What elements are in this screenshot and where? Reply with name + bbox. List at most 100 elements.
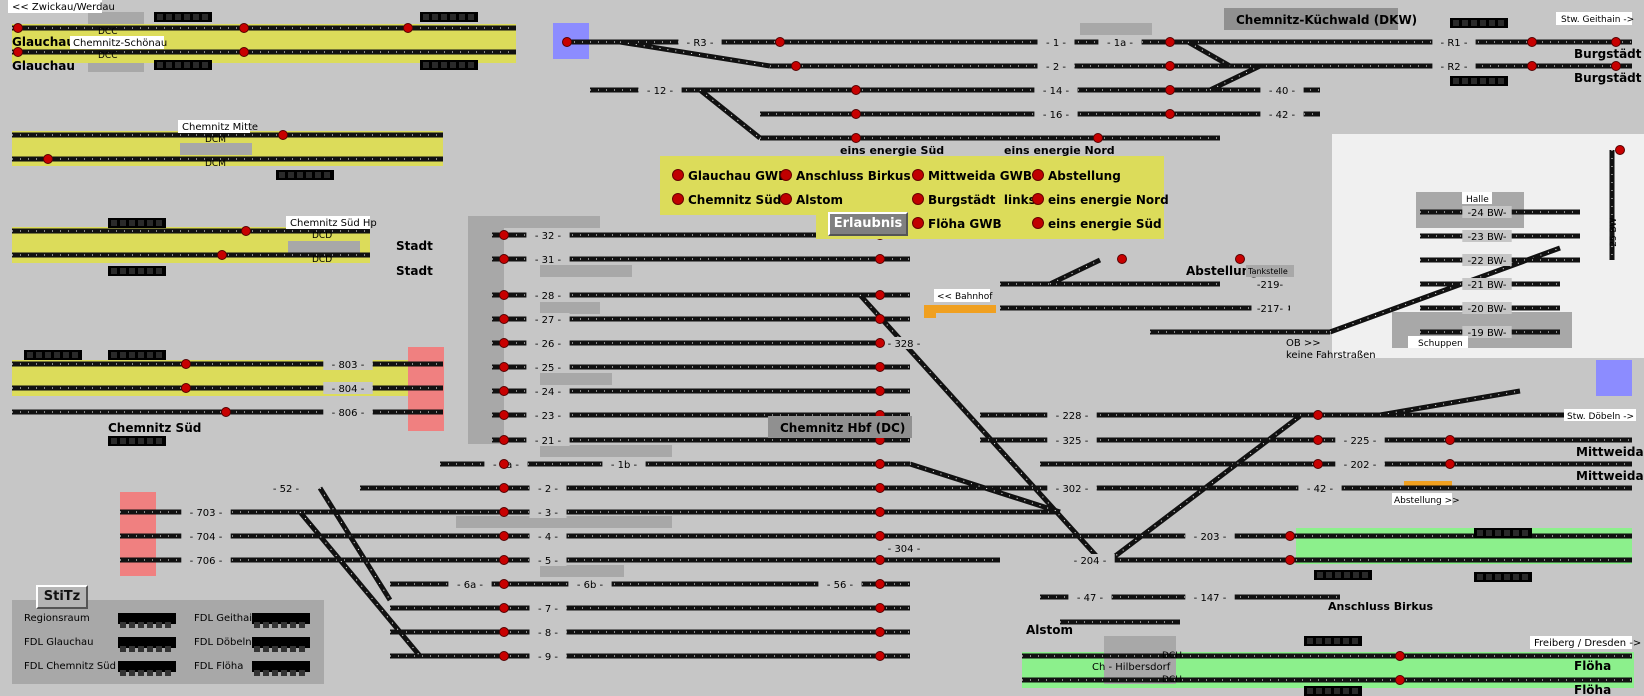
signal-icon[interactable]: [239, 23, 249, 33]
signal-icon[interactable]: [1235, 254, 1245, 264]
signal-icon[interactable]: [875, 603, 885, 613]
signal-icon[interactable]: [499, 579, 509, 589]
permit-mittweida-gwb[interactable]: Mittweida GWB: [912, 169, 1032, 183]
signal-icon[interactable]: [499, 254, 509, 264]
signal-icon[interactable]: [181, 359, 191, 369]
signal-icon[interactable]: [278, 130, 288, 140]
train-number-field[interactable]: [276, 170, 334, 180]
train-number-field[interactable]: [1474, 528, 1532, 538]
permit-eins-energie-nord[interactable]: eins energie Nord: [1032, 193, 1169, 207]
stitz-row-fdl-geithain[interactable]: FDL Geithain: [194, 613, 258, 624]
train-number-field[interactable]: [24, 350, 82, 360]
signal-icon[interactable]: [1165, 61, 1175, 71]
signal-icon[interactable]: [1093, 133, 1103, 143]
signal-icon[interactable]: [1165, 37, 1175, 47]
signal-icon[interactable]: [239, 47, 249, 57]
signal-icon[interactable]: [1313, 459, 1323, 469]
signal-icon[interactable]: [499, 483, 509, 493]
signal-icon[interactable]: [875, 579, 885, 589]
stitz-row-fdl-floeha[interactable]: FDL Flöha: [194, 661, 243, 672]
train-number-field[interactable]: [108, 436, 166, 446]
signal-icon[interactable]: [499, 338, 509, 348]
signal-icon[interactable]: [499, 290, 509, 300]
signal-icon[interactable]: [499, 531, 509, 541]
track-segment[interactable]: [1048, 257, 1102, 287]
signal-icon[interactable]: [1395, 651, 1405, 661]
signal-icon[interactable]: [875, 254, 885, 264]
signal-icon[interactable]: [875, 483, 885, 493]
signal-icon[interactable]: [562, 37, 572, 47]
signal-icon[interactable]: [217, 250, 227, 260]
train-number-field[interactable]: [1474, 572, 1532, 582]
track-segment[interactable]: [1108, 414, 1302, 562]
permit-anschluss-birkus[interactable]: Anschluss Birkus: [780, 169, 911, 183]
track-segment[interactable]: [1186, 39, 1232, 69]
signal-icon[interactable]: [499, 386, 509, 396]
signal-icon[interactable]: [1313, 410, 1323, 420]
train-number-field[interactable]: [1304, 636, 1362, 646]
track-segment[interactable]: [619, 39, 771, 69]
signal-icon[interactable]: [851, 133, 861, 143]
train-number-field[interactable]: [154, 60, 212, 70]
signal-icon[interactable]: [499, 555, 509, 565]
signal-icon[interactable]: [499, 314, 509, 324]
signal-icon[interactable]: [499, 627, 509, 637]
signal-icon[interactable]: [1285, 531, 1295, 541]
signal-icon[interactable]: [1165, 85, 1175, 95]
train-number-field[interactable]: [1314, 570, 1372, 580]
signal-icon[interactable]: [791, 61, 801, 71]
signal-icon[interactable]: [1165, 109, 1175, 119]
signal-icon[interactable]: [241, 226, 251, 236]
permit-abstellung[interactable]: Abstellung: [1032, 169, 1121, 183]
signal-icon[interactable]: [1117, 254, 1127, 264]
permit-glauchau-gwb[interactable]: Glauchau GWB: [672, 169, 787, 183]
track-segment[interactable]: [298, 510, 422, 658]
signal-icon[interactable]: [875, 555, 885, 565]
permit-chemnitz-sued[interactable]: Chemnitz Süd: [672, 193, 781, 207]
track-segment[interactable]: [1379, 388, 1521, 418]
permit-burgstaedt-links[interactable]: Burgstädt links: [912, 193, 1036, 207]
train-number-field[interactable]: [108, 350, 166, 360]
signal-icon[interactable]: [1527, 37, 1537, 47]
signal-icon[interactable]: [875, 314, 885, 324]
signal-icon[interactable]: [1611, 37, 1621, 47]
track-segment[interactable]: [317, 486, 393, 602]
train-number-field[interactable]: [108, 266, 166, 276]
track-segment[interactable]: [909, 461, 1061, 515]
train-number-field[interactable]: [108, 218, 166, 228]
signal-icon[interactable]: [875, 651, 885, 661]
stitz-button[interactable]: StiTz: [36, 585, 88, 609]
signal-icon[interactable]: [499, 362, 509, 372]
signal-icon[interactable]: [775, 37, 785, 47]
train-number-field[interactable]: [1304, 686, 1362, 696]
signal-icon[interactable]: [499, 459, 509, 469]
signal-icon[interactable]: [499, 410, 509, 420]
signal-icon[interactable]: [875, 386, 885, 396]
signal-icon[interactable]: [1445, 435, 1455, 445]
signal-icon[interactable]: [499, 230, 509, 240]
signal-icon[interactable]: [499, 651, 509, 661]
train-number-field[interactable]: [154, 12, 212, 22]
train-number-field[interactable]: [420, 12, 478, 22]
signal-icon[interactable]: [1313, 435, 1323, 445]
signal-icon[interactable]: [851, 109, 861, 119]
signal-icon[interactable]: [875, 459, 885, 469]
permit-eins-energie-sued[interactable]: eins energie Süd: [1032, 217, 1162, 231]
stitz-row-fdl-chemnitz-sued[interactable]: FDL Chemnitz Süd: [24, 661, 116, 672]
signal-icon[interactable]: [1611, 61, 1621, 71]
signal-icon[interactable]: [1527, 61, 1537, 71]
signal-icon[interactable]: [499, 435, 509, 445]
signal-icon[interactable]: [851, 85, 861, 95]
signal-icon[interactable]: [1615, 145, 1625, 155]
stitz-row-regionsraum[interactable]: Regionsraum: [24, 613, 90, 624]
signal-icon[interactable]: [875, 507, 885, 517]
signal-icon[interactable]: [13, 47, 23, 57]
track-segment[interactable]: [1208, 63, 1262, 93]
train-number-field[interactable]: [1450, 76, 1508, 86]
signal-icon[interactable]: [1445, 459, 1455, 469]
signal-icon[interactable]: [499, 603, 509, 613]
signal-icon[interactable]: [1395, 675, 1405, 685]
signal-icon[interactable]: [875, 362, 885, 372]
signal-icon[interactable]: [499, 507, 509, 517]
signal-icon[interactable]: [875, 627, 885, 637]
